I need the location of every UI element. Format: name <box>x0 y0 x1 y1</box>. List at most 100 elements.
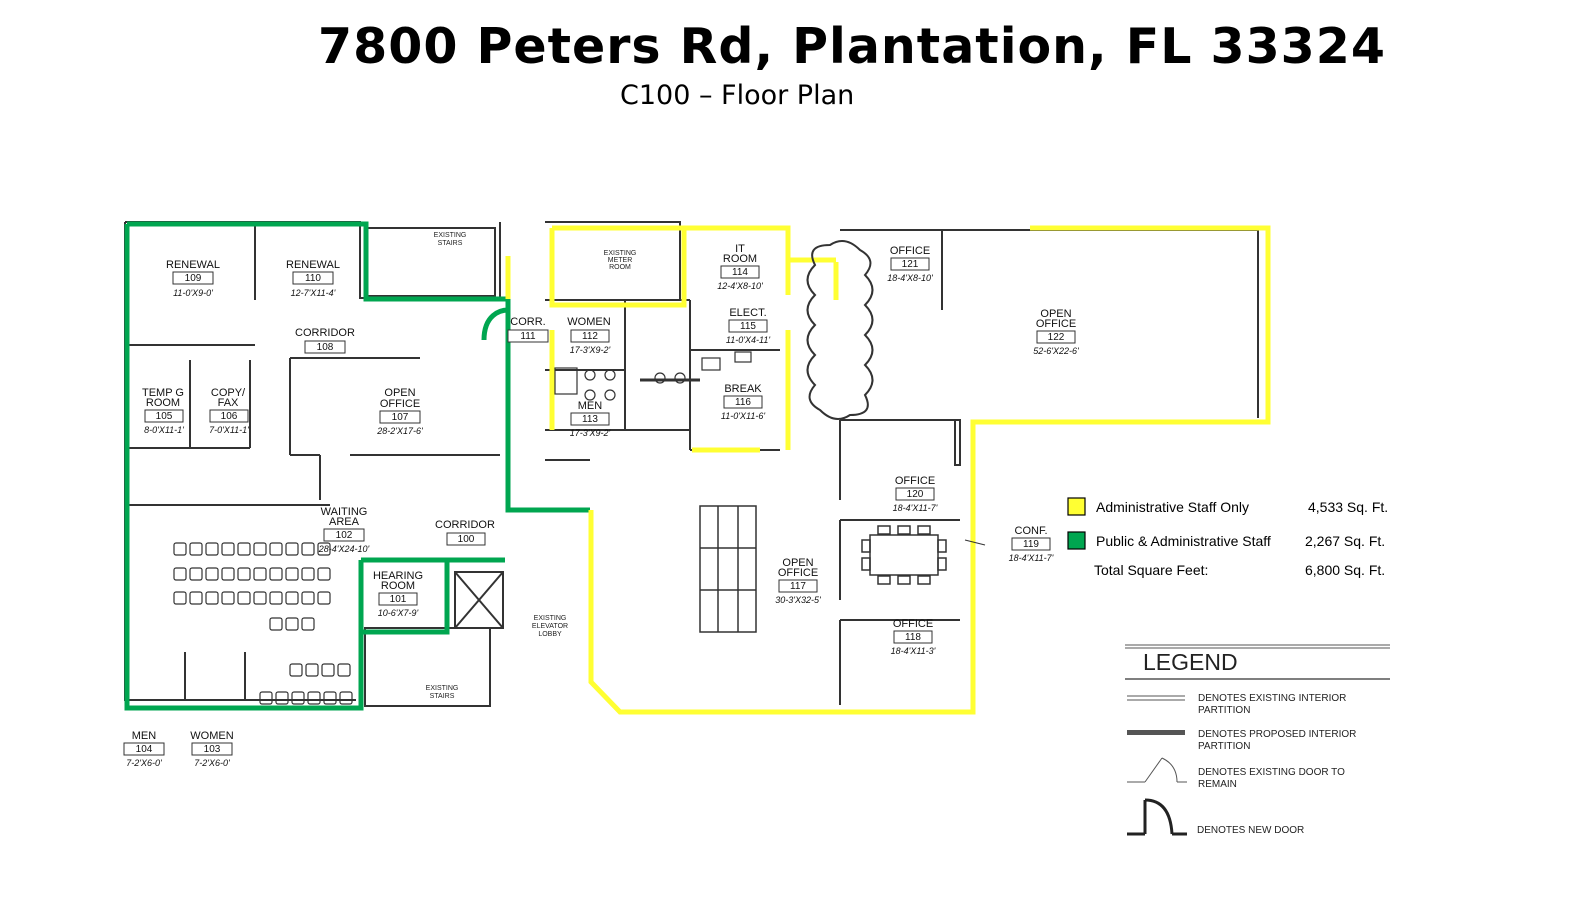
room-106-dims: 7-0'X11-1' <box>209 425 249 435</box>
room-105-number: 105 <box>156 411 173 422</box>
public-admin-sqft: 2,267 Sq. Ft. <box>1305 533 1385 549</box>
existing-stairs-top-line2: STAIRS <box>438 240 463 247</box>
room-111-number: 111 <box>520 331 536 342</box>
room-121-dims: 18-4'X8-10' <box>887 273 933 283</box>
room-109-dims: 11-0'X9-0' <box>173 288 213 298</box>
room-122-label2: OFFICE <box>1036 318 1076 330</box>
workstations-117 <box>699 505 757 633</box>
room-117-label1: OPEN <box>782 557 813 569</box>
existing-meter-room-line1: EXISTING <box>604 250 637 257</box>
room-115-dims: 11-0'X4-11' <box>726 335 770 345</box>
page-title: 7800 Peters Rd, Plantation, FL 33324 <box>318 18 1386 75</box>
room-110-dims: 12-7'X11-4' <box>291 288 336 298</box>
room-115-label: ELECT. <box>729 307 766 319</box>
room-114-label2: ROOM <box>723 253 757 265</box>
room-108-label: CORRIDOR <box>295 327 355 339</box>
legend-item1-line1: DENOTES EXISTING INTERIOR <box>1198 693 1346 704</box>
room-114-dims: 12-4'X8-10' <box>717 281 763 291</box>
room-116-number: 116 <box>735 397 751 408</box>
room-118-label: OFFICE <box>893 618 933 630</box>
room-100-label: CORRIDOR <box>435 519 495 531</box>
admin-only-swatch <box>1067 497 1086 516</box>
existing-elevator-lobby-line3: LOBBY <box>538 631 562 638</box>
room-113-label: MEN <box>578 400 603 412</box>
public-admin-label: Public & Administrative Staff <box>1096 533 1271 549</box>
public-admin-swatch <box>1067 531 1086 550</box>
existing-stairs-top-line1: EXISTING <box>434 232 467 239</box>
room-104-label: MEN <box>132 730 157 742</box>
room-113-dims: 17-3'X9-2' <box>570 428 611 438</box>
room-122-dims: 52-6'X22-6' <box>1033 346 1079 356</box>
room-105-label1: TEMP G <box>142 387 184 399</box>
room-107-label1: OPEN <box>384 387 415 399</box>
room-116-label: BREAK <box>724 383 762 395</box>
room-102-label2: AREA <box>329 516 360 528</box>
room-101-label2: ROOM <box>381 580 415 592</box>
room-104-dims: 7-2'X6-0' <box>126 758 162 768</box>
room-102-label1: WAITING <box>321 506 368 518</box>
existing-stairs-bottom-line1: EXISTING <box>426 685 459 692</box>
room-103-dims: 7-2'X6-0' <box>194 758 230 768</box>
room-109-label: RENEWAL <box>166 259 220 271</box>
room-117-dims: 30-3'X32-5' <box>775 595 821 605</box>
room-119-dims: 18-4'X11-7' <box>1009 553 1054 563</box>
room-112-number: 112 <box>582 331 598 342</box>
room-117-label2: OFFICE <box>778 567 818 579</box>
room-122-label1: OPEN <box>1040 308 1071 320</box>
total-sqft: 6,800 Sq. Ft. <box>1305 562 1385 578</box>
legend-existing-door-symbol <box>1127 757 1187 783</box>
existing-elevator-lobby-line1: EXISTING <box>534 615 567 622</box>
room-110-number: 110 <box>305 273 321 284</box>
room-100-number: 100 <box>458 534 475 545</box>
legend-item3-line1: DENOTES EXISTING DOOR TO <box>1198 767 1345 778</box>
room-116-dims: 11-0'X11-6' <box>721 411 765 421</box>
room-104-number: 104 <box>136 744 153 755</box>
legend-item3-line2: REMAIN <box>1198 779 1237 790</box>
room-114-label1: IT <box>735 243 745 255</box>
admin-only-label: Administrative Staff Only <box>1096 499 1249 515</box>
legend-title: LEGEND <box>1143 649 1238 675</box>
room-106-label2: FAX <box>218 397 239 409</box>
room-117-number: 117 <box>790 581 806 592</box>
room-107-label2: OFFICE <box>380 398 420 410</box>
total-label: Total Square Feet: <box>1094 562 1208 578</box>
room-112-dims: 17-3'X9-2' <box>570 345 611 355</box>
legend: LEGEND DENOTES EXISTING INTERIOR PARTITI… <box>1125 644 1390 836</box>
room-112-label: WOMEN <box>567 316 610 328</box>
room-122-number: 122 <box>1048 332 1065 343</box>
legend-item4-line1: DENOTES NEW DOOR <box>1197 825 1304 836</box>
room-105-dims: 8-0'X11-1' <box>144 425 184 435</box>
room-103-number: 103 <box>204 744 221 755</box>
existing-meter-room-line2: METER <box>608 257 633 264</box>
admin-only-sqft: 4,533 Sq. Ft. <box>1308 499 1388 515</box>
legend-proposed-partition-symbol <box>1127 730 1185 735</box>
room-115-number: 115 <box>740 321 756 332</box>
legend-item2-line1: DENOTES PROPOSED INTERIOR <box>1198 729 1356 740</box>
room-106-label1: COPY/ <box>211 387 246 399</box>
room-101-number: 101 <box>390 594 407 605</box>
room-118-dims: 18-4'X11-3' <box>891 646 936 656</box>
existing-elevator-lobby-line2: ELEVATOR <box>532 623 568 630</box>
room-120-dims: 18-4'X11-7' <box>893 503 938 513</box>
legend-new-door-symbol <box>1127 798 1187 836</box>
conference-table <box>861 525 947 585</box>
room-106-number: 106 <box>221 411 238 422</box>
room-101-dims: 10-6'X7-9' <box>378 608 419 618</box>
room-109-number: 109 <box>185 273 202 284</box>
room-119-number: 119 <box>1023 539 1039 550</box>
room-102-number: 102 <box>336 530 353 541</box>
legend-item1-line2: PARTITION <box>1198 705 1250 716</box>
public-admin-zone-outline <box>124 221 590 711</box>
room-114-number: 114 <box>732 267 748 278</box>
room-105-label2: ROOM <box>146 397 180 409</box>
room-119-label: CONF. <box>1015 525 1048 537</box>
waiting-chairs <box>173 542 353 705</box>
room-107-number: 107 <box>392 412 409 423</box>
restroom-fixtures <box>554 351 752 401</box>
room-107-dims: 28-2'X17-6' <box>376 426 423 436</box>
room-118-number: 118 <box>905 632 921 643</box>
cloud-shape <box>806 240 874 420</box>
legend-item2-line2: PARTITION <box>1198 741 1250 752</box>
room-113-number: 113 <box>582 414 598 425</box>
